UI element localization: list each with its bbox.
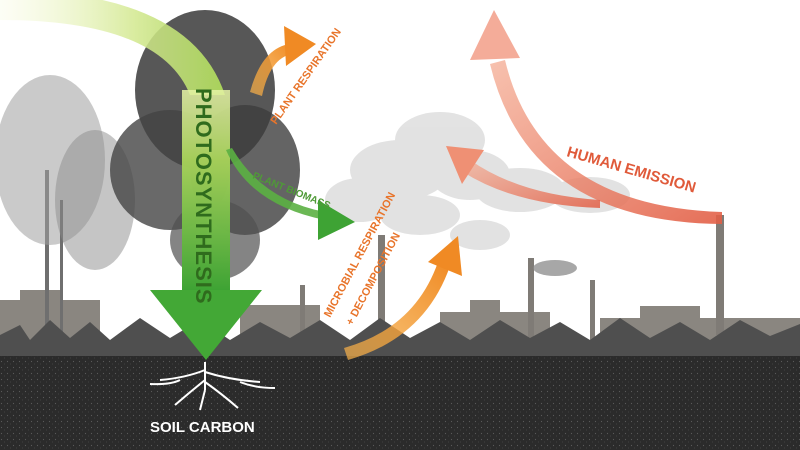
microbial-respiration-arrow (344, 236, 462, 360)
plant-biomass-arrow (226, 148, 355, 240)
plant-respiration-arrow (250, 26, 316, 96)
smoke-cloud-icon (325, 112, 630, 276)
human-emission-arrow (446, 10, 722, 224)
photosynthesis-arrow (0, 0, 262, 360)
smokestack-icon (300, 215, 724, 348)
root-system-icon (149, 362, 276, 411)
photosynthesis-label: PHOTOSYNTHESIS (191, 88, 216, 305)
soil-carbon-label: SOIL CARBON (150, 419, 255, 436)
soil-layer (0, 356, 800, 450)
